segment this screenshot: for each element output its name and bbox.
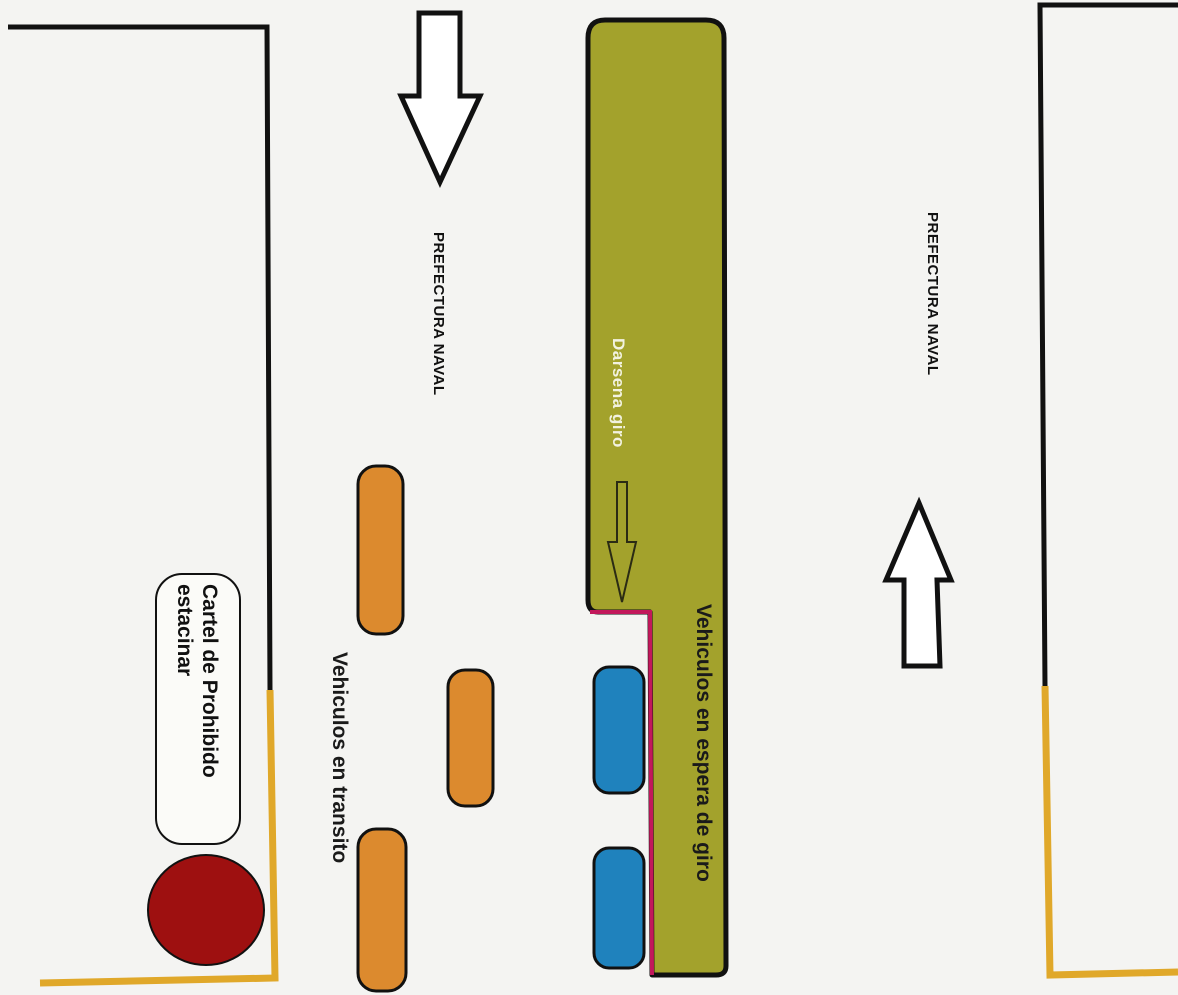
vehicle-transit — [356, 827, 408, 993]
transit-vehicles-label: Vehiculos en transito — [328, 652, 351, 864]
darsena-edge-line — [590, 610, 654, 976]
arrow-down-icon — [397, 10, 484, 188]
vehicle-transit — [446, 668, 495, 808]
vehicle-transit — [356, 464, 405, 636]
sign-label-line-1: Cartel de Prohibido — [198, 584, 221, 778]
right-curb-black — [1037, 2, 1178, 687]
vehicle-waiting — [592, 665, 646, 795]
sign-label: Cartel de Prohibido estacinar — [172, 584, 222, 778]
prefectura-naval-label-right: PREFECTURA NAVAL — [924, 212, 941, 376]
prefectura-naval-label-left: PREFECTURA NAVAL — [430, 232, 447, 396]
right-curb-yellow — [1041, 685, 1178, 979]
darsena-label: Darsena giro — [609, 338, 628, 448]
sign-label-line-2: estacinar — [173, 584, 196, 677]
arrow-up-icon — [882, 496, 955, 669]
vehicle-waiting — [592, 846, 646, 970]
left-curb-black — [8, 24, 273, 691]
arrow-down-small-icon — [606, 481, 638, 603]
sign-label-box — [155, 573, 241, 845]
no-parking-sign-icon — [147, 854, 265, 966]
waiting-vehicles-label: Vehiculos en espera de giro — [692, 604, 715, 882]
left-curb-yellow — [39, 689, 279, 987]
